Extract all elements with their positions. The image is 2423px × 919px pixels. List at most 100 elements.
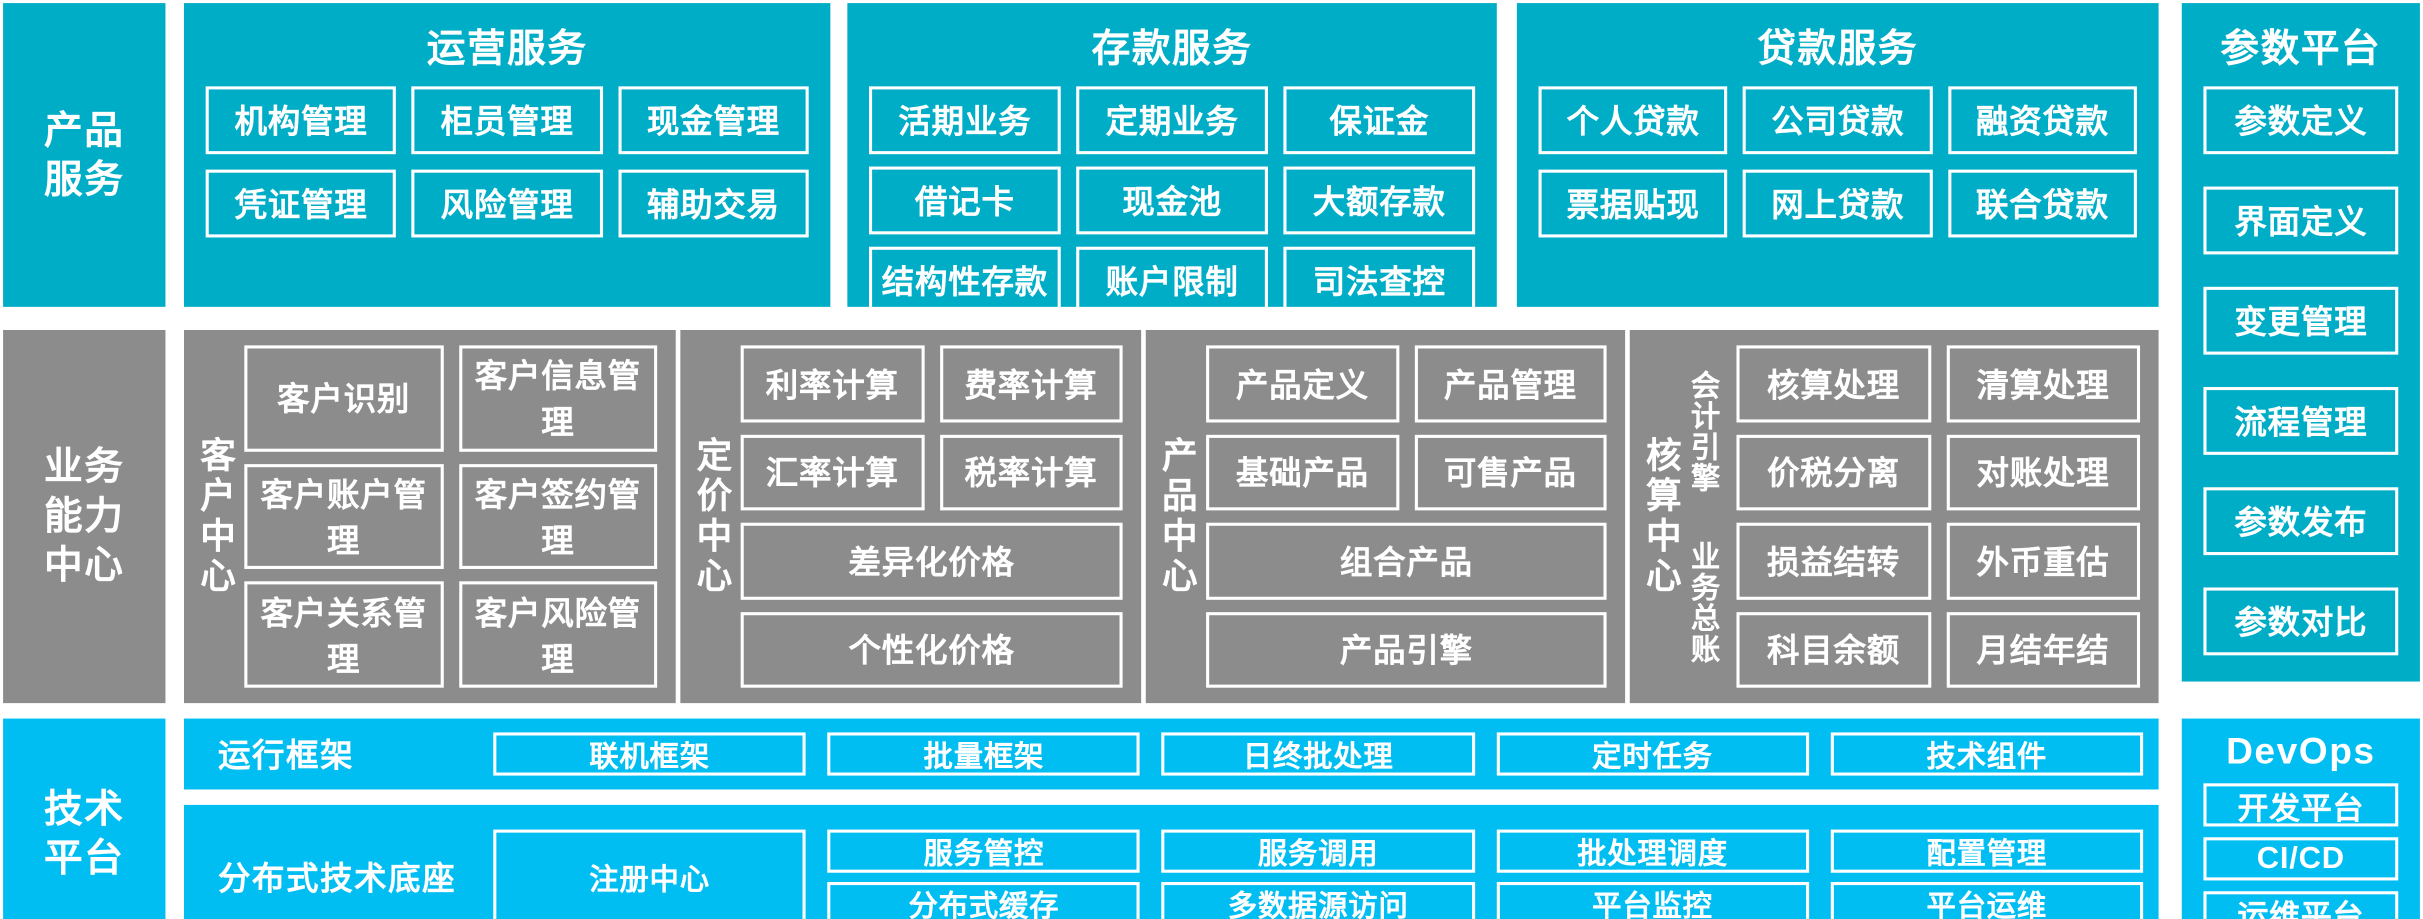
tile-joint-loan[interactable]: 联合贷款 bbox=[1947, 169, 2137, 238]
tile-price-tax-separation[interactable]: 价税分离 bbox=[1736, 434, 1931, 511]
tile-grid: 开发平台 CI/CD 运维平台 bbox=[2182, 783, 2420, 919]
tile-demand-business[interactable]: 活期业务 bbox=[869, 86, 1061, 155]
tile-param-definition[interactable]: 参数定义 bbox=[2203, 86, 2399, 155]
tile-grid: 参数定义 界面定义 变更管理 流程管理 参数发布 参数对比 bbox=[2182, 86, 2420, 677]
tile-multi-datasource-access[interactable]: 多数据源访问 bbox=[1161, 881, 1475, 919]
tile-grid: 利率计算 费率计算 汇率计算 税率计算 差异化价格 个性化价格 bbox=[740, 345, 1123, 688]
tile-exchange-rate-calc[interactable]: 汇率计算 bbox=[740, 434, 924, 511]
tile-reconciliation-processing[interactable]: 对账处理 bbox=[1945, 434, 2141, 511]
tile-customer-risk-management[interactable]: 客户风险管理 bbox=[458, 581, 658, 688]
center-caption: 核算中心 bbox=[1640, 436, 1681, 597]
tile-voucher-management[interactable]: 凭证管理 bbox=[205, 169, 397, 238]
tile-corporate-loan[interactable]: 公司贷款 bbox=[1743, 86, 1933, 155]
center-caption: 定价中心 bbox=[691, 436, 732, 597]
sub-caption-business-ledger: 业务总账 bbox=[1686, 540, 1719, 664]
layer-label-line: 中心 bbox=[44, 544, 125, 588]
tile-customer-contract-management[interactable]: 客户签约管理 bbox=[458, 463, 658, 570]
tile-tax-rate-calc[interactable]: 税率计算 bbox=[939, 434, 1123, 511]
tile-org-management[interactable]: 机构管理 bbox=[205, 86, 397, 155]
tile-month-year-end-close[interactable]: 月结年结 bbox=[1945, 611, 2141, 688]
tile-clearing-processing[interactable]: 清算处理 bbox=[1945, 345, 2141, 422]
tile-fee-rate-calc[interactable]: 费率计算 bbox=[939, 345, 1123, 422]
group-parameter-platform: 参数平台 参数定义 界面定义 变更管理 流程管理 参数发布 参数对比 bbox=[2181, 3, 2420, 682]
tile-tech-component[interactable]: 技术组件 bbox=[1830, 732, 2144, 776]
tile-config-management[interactable]: 配置管理 bbox=[1830, 829, 2144, 873]
tile-ops-platform[interactable]: 运维平台 bbox=[2203, 891, 2399, 919]
tile-change-management[interactable]: 变更管理 bbox=[2203, 286, 2399, 355]
center-caption: 产品中心 bbox=[1156, 436, 1197, 597]
tile-batch-framework[interactable]: 批量框架 bbox=[827, 732, 1141, 776]
group-title: 参数平台 bbox=[2220, 27, 2382, 71]
tile-product-management[interactable]: 产品管理 bbox=[1414, 345, 1607, 422]
tile-bill-discount[interactable]: 票据贴现 bbox=[1538, 169, 1728, 238]
tile-accounting-processing[interactable]: 核算处理 bbox=[1736, 345, 1931, 422]
tile-personal-loan[interactable]: 个人贷款 bbox=[1538, 86, 1728, 155]
tile-product-engine[interactable]: 产品引擎 bbox=[1206, 611, 1607, 688]
tile-param-publish[interactable]: 参数发布 bbox=[2203, 487, 2399, 556]
center-product: 产品中心 产品定义 产品管理 基础产品 可售产品 组合产品 产品引擎 bbox=[1145, 329, 1626, 704]
tile-grid: 客户识别 客户信息管理 客户账户管理 客户签约管理 客户关系管理 客户风险管理 bbox=[244, 345, 658, 688]
tile-ci-cd[interactable]: CI/CD bbox=[2203, 837, 2399, 881]
tile-auxiliary-trade[interactable]: 辅助交易 bbox=[617, 169, 809, 238]
tile-distributed-cache[interactable]: 分布式缓存 bbox=[827, 881, 1141, 919]
tech-row-distributed-base: 分布式技术底座 注册中心 服务管控 服务调用 批处理调度 配置管理 分布式缓存 … bbox=[184, 804, 2159, 919]
center-accounting: 核算中心 会计引擎 业务总账 核算处理 清算处理 价税分离 对账处理 损益结转 … bbox=[1629, 329, 2159, 704]
tile-eod-batch[interactable]: 日终批处理 bbox=[1161, 732, 1475, 776]
tile-customer-relation-management[interactable]: 客户关系管理 bbox=[244, 581, 444, 688]
tile-margin-deposit[interactable]: 保证金 bbox=[1283, 86, 1476, 155]
tile-service-governance[interactable]: 服务管控 bbox=[827, 829, 1141, 873]
tile-judicial-control[interactable]: 司法查控 bbox=[1283, 246, 1476, 315]
center-pricing: 定价中心 利率计算 费率计算 汇率计算 税率计算 差异化价格 个性化价格 bbox=[680, 329, 1142, 704]
tile-grid: 产品定义 产品管理 基础产品 可售产品 组合产品 产品引擎 bbox=[1206, 345, 1607, 688]
tile-large-deposit[interactable]: 大额存款 bbox=[1283, 166, 1476, 235]
layer-label-line: 能力 bbox=[44, 494, 125, 539]
tile-process-management[interactable]: 流程管理 bbox=[2203, 387, 2399, 455]
tile-registry-center[interactable]: 注册中心 bbox=[493, 829, 806, 919]
tile-structured-deposit[interactable]: 结构性存款 bbox=[869, 246, 1061, 315]
tile-subject-balance[interactable]: 科目余额 bbox=[1736, 611, 1931, 688]
tile-param-compare[interactable]: 参数对比 bbox=[2203, 587, 2399, 656]
tile-account-restriction[interactable]: 账户限制 bbox=[1076, 246, 1268, 315]
tile-time-business[interactable]: 定期业务 bbox=[1076, 86, 1268, 155]
tile-financing-loan[interactable]: 融资贷款 bbox=[1947, 86, 2137, 155]
tile-scheduled-task[interactable]: 定时任务 bbox=[1496, 732, 1809, 776]
group-title: DevOps bbox=[2226, 730, 2376, 773]
tile-base-product[interactable]: 基础产品 bbox=[1206, 434, 1399, 511]
tile-debit-card[interactable]: 借记卡 bbox=[869, 166, 1061, 235]
group-loan-service: 贷款服务 个人贷款 公司贷款 融资贷款 票据贴现 网上贷款 联合贷款 bbox=[1516, 3, 2159, 307]
tile-grid: 活期业务 定期业务 保证金 借记卡 现金池 大额存款 结构性存款 账户限制 司法… bbox=[847, 86, 1496, 327]
tile-customer-account-management[interactable]: 客户账户管理 bbox=[244, 463, 444, 570]
tile-teller-management[interactable]: 柜员管理 bbox=[411, 86, 603, 155]
tile-batch-scheduling[interactable]: 批处理调度 bbox=[1496, 829, 1809, 873]
tile-interest-rate-calc[interactable]: 利率计算 bbox=[740, 345, 924, 422]
tile-foreign-currency-revaluation[interactable]: 外币重估 bbox=[1945, 522, 2141, 600]
layer-label-tech-platform: 技术 平台 bbox=[3, 718, 166, 919]
tile-platform-monitoring[interactable]: 平台监控 bbox=[1496, 881, 1809, 919]
tile-grid: 注册中心 服务管控 服务调用 批处理调度 配置管理 分布式缓存 多数据源访问 平… bbox=[493, 829, 2144, 919]
group-title: 运营服务 bbox=[426, 27, 588, 71]
layer-label-line: 产品 bbox=[44, 108, 125, 152]
tile-online-loan[interactable]: 网上贷款 bbox=[1743, 169, 1933, 238]
group-operation-service: 运营服务 机构管理 柜员管理 现金管理 凭证管理 风险管理 辅助交易 bbox=[184, 3, 831, 307]
tile-profit-loss-carryover[interactable]: 损益结转 bbox=[1736, 522, 1931, 600]
tile-cash-management[interactable]: 现金管理 bbox=[617, 86, 809, 155]
tile-bundle-product[interactable]: 组合产品 bbox=[1206, 522, 1607, 600]
tile-dev-platform[interactable]: 开发平台 bbox=[2203, 783, 2399, 827]
tile-risk-management[interactable]: 风险管理 bbox=[411, 169, 603, 238]
tile-customer-identification[interactable]: 客户识别 bbox=[244, 345, 444, 452]
tile-ui-definition[interactable]: 界面定义 bbox=[2203, 186, 2399, 255]
tile-service-invocation[interactable]: 服务调用 bbox=[1161, 829, 1475, 873]
tile-cash-pool[interactable]: 现金池 bbox=[1076, 166, 1268, 235]
tile-sellable-product[interactable]: 可售产品 bbox=[1414, 434, 1607, 511]
tile-personalized-price[interactable]: 个性化价格 bbox=[740, 611, 1123, 688]
tile-grid: 联机框架 批量框架 日终批处理 定时任务 技术组件 bbox=[493, 732, 2144, 776]
tile-online-framework[interactable]: 联机框架 bbox=[493, 732, 806, 776]
tile-platform-operations[interactable]: 平台运维 bbox=[1830, 881, 2144, 919]
tile-differentiated-price[interactable]: 差异化价格 bbox=[740, 522, 1123, 600]
group-title: 存款服务 bbox=[1091, 27, 1253, 71]
tile-customer-info-management[interactable]: 客户信息管理 bbox=[458, 345, 658, 452]
group-devops: DevOps 开发平台 CI/CD 运维平台 bbox=[2181, 718, 2420, 919]
tile-product-definition[interactable]: 产品定义 bbox=[1206, 345, 1399, 422]
layer-label-product-service: 产品 服务 bbox=[3, 3, 166, 307]
